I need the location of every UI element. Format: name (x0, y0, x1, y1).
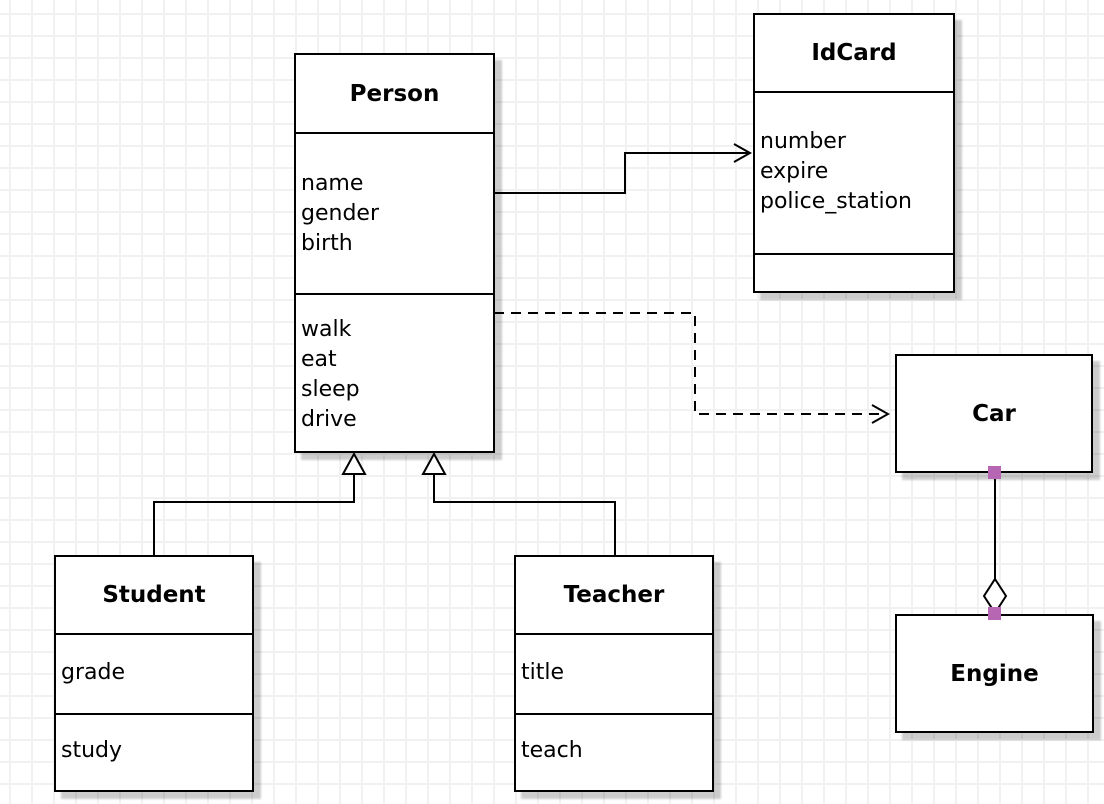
generalization-line[interactable] (153, 474, 355, 555)
hollow-triangle-icon (341, 451, 367, 475)
attribute-line: number (760, 129, 846, 154)
class-person-methods: walk eat sleep drive (296, 295, 493, 451)
class-person-attributes: name gender birth (296, 134, 493, 295)
association-line[interactable] (494, 152, 748, 194)
generalization-teacher-person[interactable] (421, 451, 616, 555)
class-student[interactable]: Student grade study (54, 555, 254, 792)
method-line: study (61, 738, 123, 763)
attribute-line: name (301, 171, 364, 196)
class-engine-title: Engine (950, 660, 1039, 687)
attribute-line: gender (301, 201, 379, 226)
method-line: walk (301, 317, 352, 342)
class-teacher-title: Teacher (516, 557, 712, 635)
class-student-title: Student (56, 557, 252, 635)
dependency-person-car[interactable] (494, 312, 891, 424)
dependency-line[interactable] (494, 312, 884, 415)
method-line: drive (301, 407, 357, 432)
attribute-line: grade (61, 660, 125, 685)
attribute-line: birth (301, 231, 353, 256)
association-person-idcard[interactable] (494, 143, 753, 194)
attribute-line: police_station (760, 189, 912, 214)
attribute-line: expire (760, 159, 829, 184)
class-teacher[interactable]: Teacher title teach (514, 555, 714, 792)
class-car[interactable]: Car (895, 354, 1093, 473)
class-student-attributes: grade (56, 635, 252, 715)
method-line: teach (521, 738, 583, 763)
aggregation-car-engine[interactable] (982, 466, 1008, 620)
class-engine[interactable]: Engine (895, 614, 1094, 733)
method-line: sleep (301, 377, 360, 402)
open-arrowhead-icon (871, 404, 891, 424)
class-idcard-methods (755, 255, 953, 291)
class-person-title: Person (296, 55, 493, 134)
open-arrowhead-icon (733, 143, 753, 163)
class-idcard-title: IdCard (755, 15, 953, 93)
generalization-student-person[interactable] (153, 451, 367, 555)
class-idcard-attributes: number expire police_station (755, 93, 953, 255)
attribute-line: title (521, 660, 565, 685)
method-line: eat (301, 347, 337, 372)
class-teacher-attributes: title (516, 635, 712, 715)
generalization-line[interactable] (433, 474, 616, 555)
hollow-triangle-icon (421, 451, 447, 475)
class-person[interactable]: Person name gender birth walk eat sleep … (294, 53, 495, 453)
class-student-methods: study (56, 715, 252, 790)
hollow-diamond-icon (982, 577, 1008, 615)
class-idcard[interactable]: IdCard number expire police_station (753, 13, 955, 293)
class-teacher-methods: teach (516, 715, 712, 790)
class-car-title: Car (972, 400, 1016, 427)
